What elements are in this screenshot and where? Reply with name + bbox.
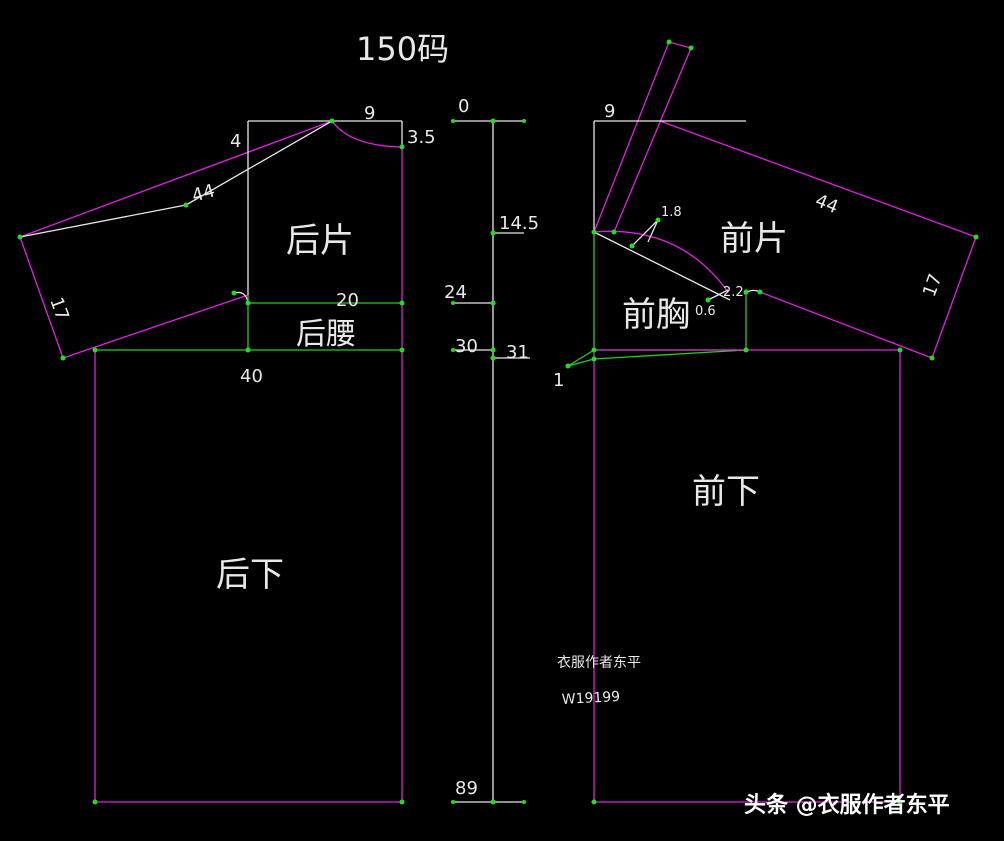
point <box>705 297 711 303</box>
point <box>329 118 335 124</box>
point <box>451 800 455 804</box>
front-piece: 9 44 17 1.8 2.2 0.6 1 前片 前胸 前下 <box>553 39 979 805</box>
front-curve-pointer-1 <box>631 219 659 247</box>
front-neck-width-label: 9 <box>604 101 615 122</box>
ruler-mark-5: 89 <box>455 778 478 799</box>
front-sleeve-cuff-label: 17 <box>919 271 947 300</box>
point <box>629 243 635 249</box>
back-sleeve-length-label: 44 <box>190 180 218 207</box>
back-waist-label: 后腰 <box>296 317 356 352</box>
front-hem-offset-label: 1 <box>553 370 564 391</box>
back-hem-width-label: 40 <box>240 366 263 387</box>
front-piece-label: 前片 <box>720 219 788 259</box>
point <box>490 799 496 805</box>
back-shoulder-drop-label: 4 <box>230 131 241 152</box>
front-hem-slope <box>593 349 747 360</box>
front-curve-c-label: 0.6 <box>695 304 716 319</box>
back-sleeve-outline <box>19 120 333 359</box>
back-sleeve-length-line <box>185 120 333 206</box>
front-curve-pointer-2 <box>647 219 659 243</box>
point <box>451 348 455 352</box>
point <box>688 45 694 51</box>
point <box>591 347 597 353</box>
point <box>591 229 597 235</box>
ruler-mark-4: 31 <box>506 342 529 363</box>
point <box>897 347 903 353</box>
point <box>399 144 405 150</box>
point <box>490 118 496 124</box>
point <box>490 355 496 361</box>
point <box>490 347 496 353</box>
watermark: 头条 @衣服作者东平 <box>744 792 950 818</box>
back-lower-label: 后下 <box>216 555 284 595</box>
point <box>929 355 935 361</box>
point <box>490 230 496 236</box>
ruler-mark-2: 24 <box>444 282 467 303</box>
point <box>522 800 526 804</box>
back-neck-depth-label: 3.5 <box>407 127 436 148</box>
back-sleeve-length-line-2 <box>19 204 187 238</box>
point <box>522 119 526 123</box>
front-neck-strip <box>593 41 692 233</box>
back-piece: 9 3.5 4 44 17 20 40 后片 后腰 后下 <box>17 103 436 805</box>
back-lower-outline <box>94 350 403 803</box>
point <box>611 229 617 235</box>
front-curve-b-label: 2.2 <box>723 285 744 300</box>
front-chest-label: 前胸 <box>622 295 690 335</box>
front-curve-pointer-3 <box>707 289 729 301</box>
center-ruler: 0 14.5 24 30 31 89 <box>444 96 539 805</box>
front-curve-a-label: 1.8 <box>661 205 682 220</box>
point <box>245 300 251 306</box>
point <box>666 39 672 45</box>
point <box>743 347 749 353</box>
point <box>565 363 571 369</box>
pattern-title: 150码 <box>356 30 449 68</box>
author-note-line2: W19199 <box>561 689 620 708</box>
back-neck-curve <box>331 120 403 148</box>
point <box>757 289 763 295</box>
author-note-line1: 衣服作者东平 <box>557 655 641 671</box>
front-offset-pointer <box>567 349 595 367</box>
point <box>591 356 597 362</box>
point <box>490 300 496 306</box>
point <box>451 301 455 305</box>
point <box>399 300 405 306</box>
ruler-mark-3: 30 <box>455 336 478 357</box>
front-offset-pointer-2 <box>567 358 595 367</box>
front-lower-label: 前下 <box>692 472 760 512</box>
point <box>591 799 597 805</box>
point <box>245 347 251 353</box>
point <box>231 290 237 296</box>
point <box>183 202 189 208</box>
point <box>655 217 661 223</box>
point <box>399 347 405 353</box>
back-piece-label: 后片 <box>286 221 354 261</box>
point <box>897 799 903 805</box>
back-chest-width-label: 20 <box>336 290 359 311</box>
point <box>399 799 405 805</box>
back-neck-width-label: 9 <box>364 103 375 124</box>
front-diagonal-guide <box>593 231 731 301</box>
front-neck-curve <box>593 230 729 293</box>
point <box>60 355 66 361</box>
point <box>973 234 979 240</box>
point <box>743 289 749 295</box>
front-lower-outline <box>593 350 901 803</box>
front-sleeve-outline <box>659 120 977 359</box>
ruler-mark-1: 14.5 <box>499 213 539 234</box>
point <box>92 347 98 353</box>
point <box>17 234 23 240</box>
ruler-mark-0: 0 <box>458 96 469 117</box>
point <box>451 119 455 123</box>
front-sleeve-length-label: 44 <box>812 190 841 218</box>
point <box>92 799 98 805</box>
